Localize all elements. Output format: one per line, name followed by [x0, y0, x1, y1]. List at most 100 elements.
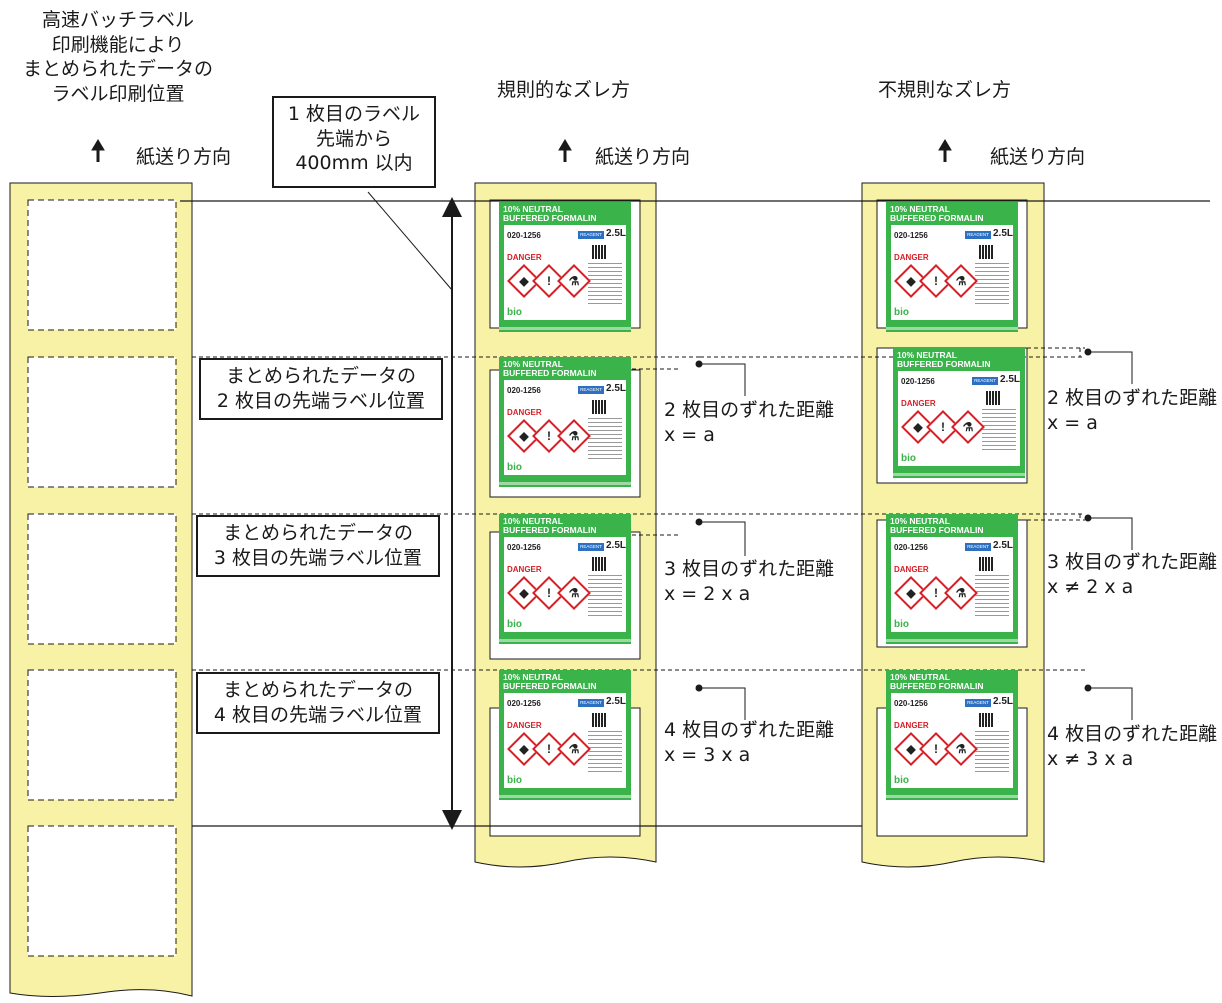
corrosion-pictogram-icon: ⚗ [557, 419, 591, 453]
note-title: 3 枚目のずれた距離 [1047, 551, 1218, 573]
label-volume: 2.5L [606, 540, 627, 551]
label-code: 020-1256 [507, 386, 541, 395]
pictogram-glyph: ◆ [906, 586, 916, 600]
label-danger: DANGER [507, 253, 542, 262]
label-code: 020-1256 [507, 699, 541, 708]
label-header-line-2: BUFFERED FORMALIN [503, 368, 597, 378]
pictogram-glyph: ◆ [519, 429, 529, 443]
limit-box-line: 1 枚目のラベル [287, 103, 421, 125]
corrosion-pictogram-icon: ⚗ [951, 410, 985, 444]
pictogram-glyph: ◆ [906, 742, 916, 756]
col1-feed-label: 紙送り方向 [136, 146, 232, 168]
label-brand: bio [894, 307, 909, 318]
pictogram-glyph: ⚗ [568, 586, 580, 600]
note-formula: x ≠ 2 x a [1047, 575, 1134, 598]
pictogram-glyph: ! [934, 742, 938, 756]
irregular-note-4: 4 枚目のずれた距離 x ≠ 3 x a [1047, 722, 1217, 771]
label-text-lines [975, 263, 1009, 307]
label-brand: bio [507, 462, 522, 473]
label-header-line-1: 10% NEUTRAL [503, 204, 563, 214]
label-tag: REAGENT [578, 699, 604, 707]
label-footer-band [886, 327, 1018, 330]
label-brand: bio [507, 775, 522, 786]
label-text-lines [975, 731, 1009, 775]
label-footer-band [893, 473, 1025, 476]
pictogram-glyph: ! [934, 586, 938, 600]
label-danger: DANGER [894, 253, 929, 262]
label-danger: DANGER [507, 565, 542, 574]
label-text-lines [588, 418, 622, 462]
label-text-lines [982, 409, 1016, 453]
pictogram-glyph: ⚗ [962, 420, 974, 434]
pictogram-glyph: ⚗ [955, 742, 967, 756]
label-volume: 2.5L [606, 228, 627, 239]
position-box-line: 3 枚目の先端ラベル位置 [213, 546, 423, 569]
label-footer-band [499, 482, 631, 485]
pictogram-glyph: ⚗ [955, 274, 967, 288]
label-tag: REAGENT [972, 377, 998, 385]
label-text-lines [588, 575, 622, 619]
label-header-line-2: BUFFERED FORMALIN [503, 681, 597, 691]
qr-code-icon [592, 713, 606, 727]
pictogram-glyph: ! [941, 420, 945, 434]
label-brand: bio [507, 619, 522, 630]
position-box-4: まとめられたデータの 4 枚目の先端ラベル位置 [196, 672, 440, 734]
label-header-line-1: 10% NEUTRAL [890, 672, 950, 682]
pictogram-glyph: ◆ [913, 420, 923, 434]
position-box-2: まとめられたデータの 2 枚目の先端ラベル位置 [199, 358, 443, 420]
label-header-line-1: 10% NEUTRAL [897, 350, 957, 360]
label-tag: REAGENT [965, 699, 991, 707]
label-footer-band [886, 639, 1018, 642]
pictogram-glyph: ! [547, 742, 551, 756]
label-header-line-2: BUFFERED FORMALIN [897, 359, 991, 369]
label-header-line-2: BUFFERED FORMALIN [503, 213, 597, 223]
limit-box-line: 先端から [315, 127, 392, 150]
col3-title: 不規則なズレ方 [878, 79, 1012, 101]
pictogram-glyph: ⚗ [568, 429, 580, 443]
note-formula: x = 2 x a [664, 582, 751, 605]
position-box-line: まとめられたデータの [222, 522, 413, 544]
qr-code-icon [592, 245, 606, 259]
label-danger: DANGER [901, 399, 936, 408]
label-tag: REAGENT [578, 386, 604, 394]
feed-arrows [91, 139, 952, 162]
note-title: 4 枚目のずれた距離 [1047, 723, 1218, 745]
qr-code-icon [986, 391, 1000, 405]
position-box-line: 2 枚目の先端ラベル位置 [216, 389, 426, 412]
label-code: 020-1256 [507, 543, 541, 552]
label-volume: 2.5L [993, 696, 1014, 707]
note-title: 2 枚目のずれた距離 [664, 399, 835, 421]
label-tag: REAGENT [965, 543, 991, 551]
pictogram-glyph: ⚗ [955, 586, 967, 600]
label-volume: 2.5L [1000, 374, 1021, 385]
label-code: 020-1256 [894, 231, 928, 240]
col2-title: 規則的なズレ方 [497, 79, 631, 101]
col1-title-line: 高速バッチラベル [41, 9, 194, 31]
label-footer-band [499, 327, 631, 330]
label-header-line-2: BUFFERED FORMALIN [890, 213, 984, 223]
corrosion-pictogram-icon: ⚗ [944, 732, 978, 766]
limit-box: 1 枚目のラベル 先端から 400mm 以内 [272, 96, 436, 188]
pictogram-glyph: ◆ [519, 742, 529, 756]
label-volume: 2.5L [993, 540, 1014, 551]
label-slots-left [27, 199, 177, 957]
note-formula: x = 3 x a [664, 743, 751, 766]
note-formula: x = a [664, 423, 715, 446]
label-code: 020-1256 [894, 699, 928, 708]
pictogram-glyph: ! [547, 274, 551, 288]
callout-dots-regular [695, 360, 703, 692]
qr-code-icon [979, 245, 993, 259]
label-volume: 2.5L [606, 696, 627, 707]
pictogram-glyph: ⚗ [568, 742, 580, 756]
corrosion-pictogram-icon: ⚗ [944, 576, 978, 610]
col3-feed-label: 紙送り方向 [990, 146, 1086, 168]
label-tag: REAGENT [578, 231, 604, 239]
